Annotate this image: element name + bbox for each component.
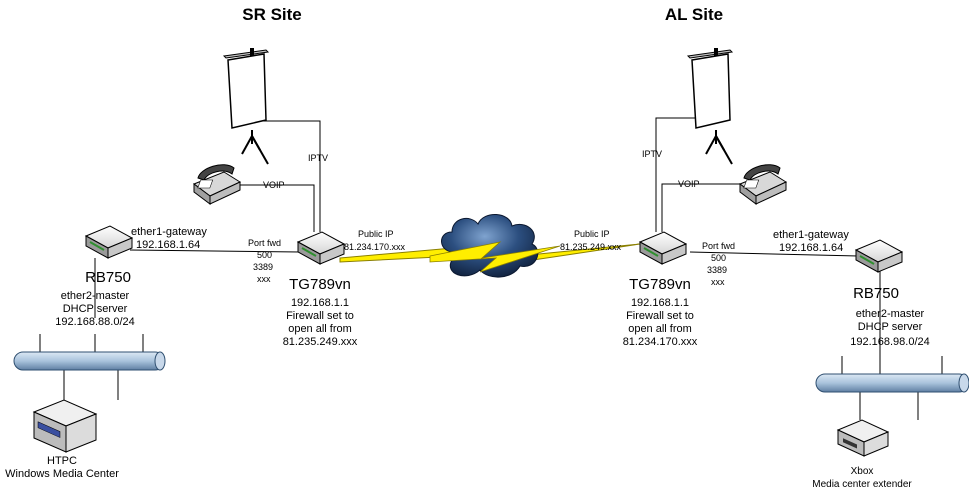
sr-tg789vn-name: TG789vn — [289, 276, 351, 293]
al-port-fwd-500: 500 — [711, 253, 726, 263]
al-gateway-label: ether1-gateway — [773, 229, 849, 241]
sr-iptv-label: IPTV — [308, 153, 328, 163]
sr-rb750-info-1: ether2-master — [61, 290, 130, 302]
sr-tg789vn-info-4: 81.235.249.xxx — [283, 336, 358, 348]
al-rb750-name: RB750 — [853, 285, 899, 302]
al-voip-label: VOIP — [678, 179, 700, 189]
sr-public-ip: 81.234.170.xxx — [344, 242, 406, 252]
al-rb750-info-3: 192.168.98.0/24 — [850, 336, 930, 348]
htpc-computer-icon — [32, 399, 98, 453]
al-tg789vn-router-icon — [638, 231, 688, 265]
al-tg789vn-name: TG789vn — [629, 276, 691, 293]
sr-port-fwd-500: 500 — [257, 250, 272, 260]
sr-telephone-icon — [192, 164, 242, 205]
sr-port-fwd-3389: 3389 — [253, 262, 273, 272]
connection-lines — [94, 117, 881, 372]
sr-rb750-name: RB750 — [85, 269, 131, 286]
sr-lan-bus — [13, 334, 166, 400]
al-tg789vn-info-3: open all from — [628, 323, 692, 335]
sr-public-ip-label: Public IP — [358, 229, 394, 239]
sr-rb750-router-icon — [84, 225, 134, 259]
al-tg789vn-info-4: 81.234.170.xxx — [623, 336, 698, 348]
al-telephone-icon — [738, 164, 788, 205]
al-rb750-info-2: DHCP server — [858, 321, 923, 333]
sr-voip-line — [240, 184, 315, 232]
sr-tg789vn-info-1: 192.168.1.1 — [291, 297, 349, 309]
al-iptv-line — [655, 117, 712, 232]
al-iptv-label: IPTV — [642, 149, 662, 159]
al-gateway-ip: 192.168.1.64 — [779, 242, 843, 254]
al-port-fwd-3389: 3389 — [707, 265, 727, 275]
sr-rb750-info-2: DHCP server — [63, 303, 128, 315]
sr-port-fwd-xxx: xxx — [257, 274, 271, 284]
al-port-fwd-label: Port fwd — [702, 241, 735, 251]
xbox-label: Xbox — [851, 466, 874, 477]
sr-tg789vn-info-2: Firewall set to — [286, 310, 354, 322]
sr-voip-label: VOIP — [263, 180, 285, 190]
htpc-sublabel: Windows Media Center — [5, 468, 119, 480]
al-public-ip: 81.235.249.xxx — [560, 242, 622, 252]
al-tg-to-rb-line — [689, 251, 859, 257]
al-voip-line — [661, 183, 745, 232]
al-projector-screen-icon — [686, 48, 734, 165]
al-port-fwd-xxx: xxx — [711, 277, 725, 287]
sr-gateway-label: ether1-gateway — [131, 226, 207, 238]
sr-tg789vn-router-icon — [296, 231, 346, 265]
sr-gateway-ip: 192.168.1.64 — [136, 239, 200, 251]
al-lan-bus — [815, 356, 969, 420]
al-rb750-info-1: ether2-master — [856, 308, 925, 320]
sr-rb-to-tg-line — [129, 249, 301, 253]
al-tg789vn-info-2: Firewall set to — [626, 310, 694, 322]
sr-projector-screen-icon — [222, 48, 270, 165]
sr-rb750-info-3: 192.168.88.0/24 — [55, 316, 135, 328]
wan-lightning-bolt — [429, 241, 561, 273]
xbox-computer-icon — [836, 419, 890, 457]
htpc-label: HTPC — [47, 455, 77, 467]
al-rb750-router-icon — [854, 239, 904, 273]
sr-port-fwd-label: Port fwd — [248, 238, 281, 248]
al-public-ip-label: Public IP — [574, 229, 610, 239]
al-tg789vn-info-1: 192.168.1.1 — [631, 297, 689, 309]
sr-tg789vn-info-3: open all from — [288, 323, 352, 335]
sr-site-title: SR Site — [242, 5, 302, 24]
sr-iptv-line — [258, 120, 321, 232]
al-site-title: AL Site — [665, 5, 723, 24]
xbox-sublabel: Media center extender — [812, 479, 912, 490]
